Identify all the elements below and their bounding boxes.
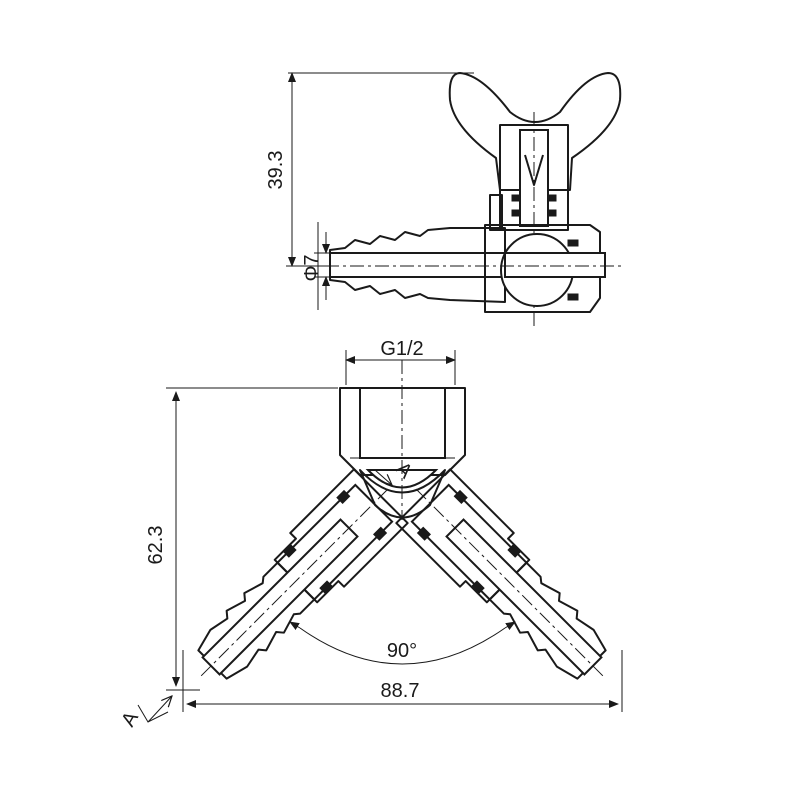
- dim-width-main: 88.7: [381, 680, 420, 702]
- dim-thread: G1/2: [380, 338, 423, 360]
- y-manifold-section: G1/2 A 90° 62.3 88.7: [117, 338, 632, 731]
- valve-body: [484, 224, 601, 313]
- branch-left: [172, 461, 416, 705]
- view-arrow-label: A: [117, 707, 143, 730]
- dim-height-main: 62.3: [145, 526, 167, 565]
- junction: [359, 469, 446, 519]
- wing-handle: [448, 72, 622, 191]
- hose-barb-top: [329, 227, 506, 303]
- dim-height-top: 39.3: [265, 151, 287, 190]
- top-valve-section: 39.3 Φ7: [265, 72, 622, 330]
- dim-bore: Φ7: [301, 254, 323, 281]
- dim-angle: 90°: [387, 640, 417, 662]
- branch-right: [388, 461, 632, 705]
